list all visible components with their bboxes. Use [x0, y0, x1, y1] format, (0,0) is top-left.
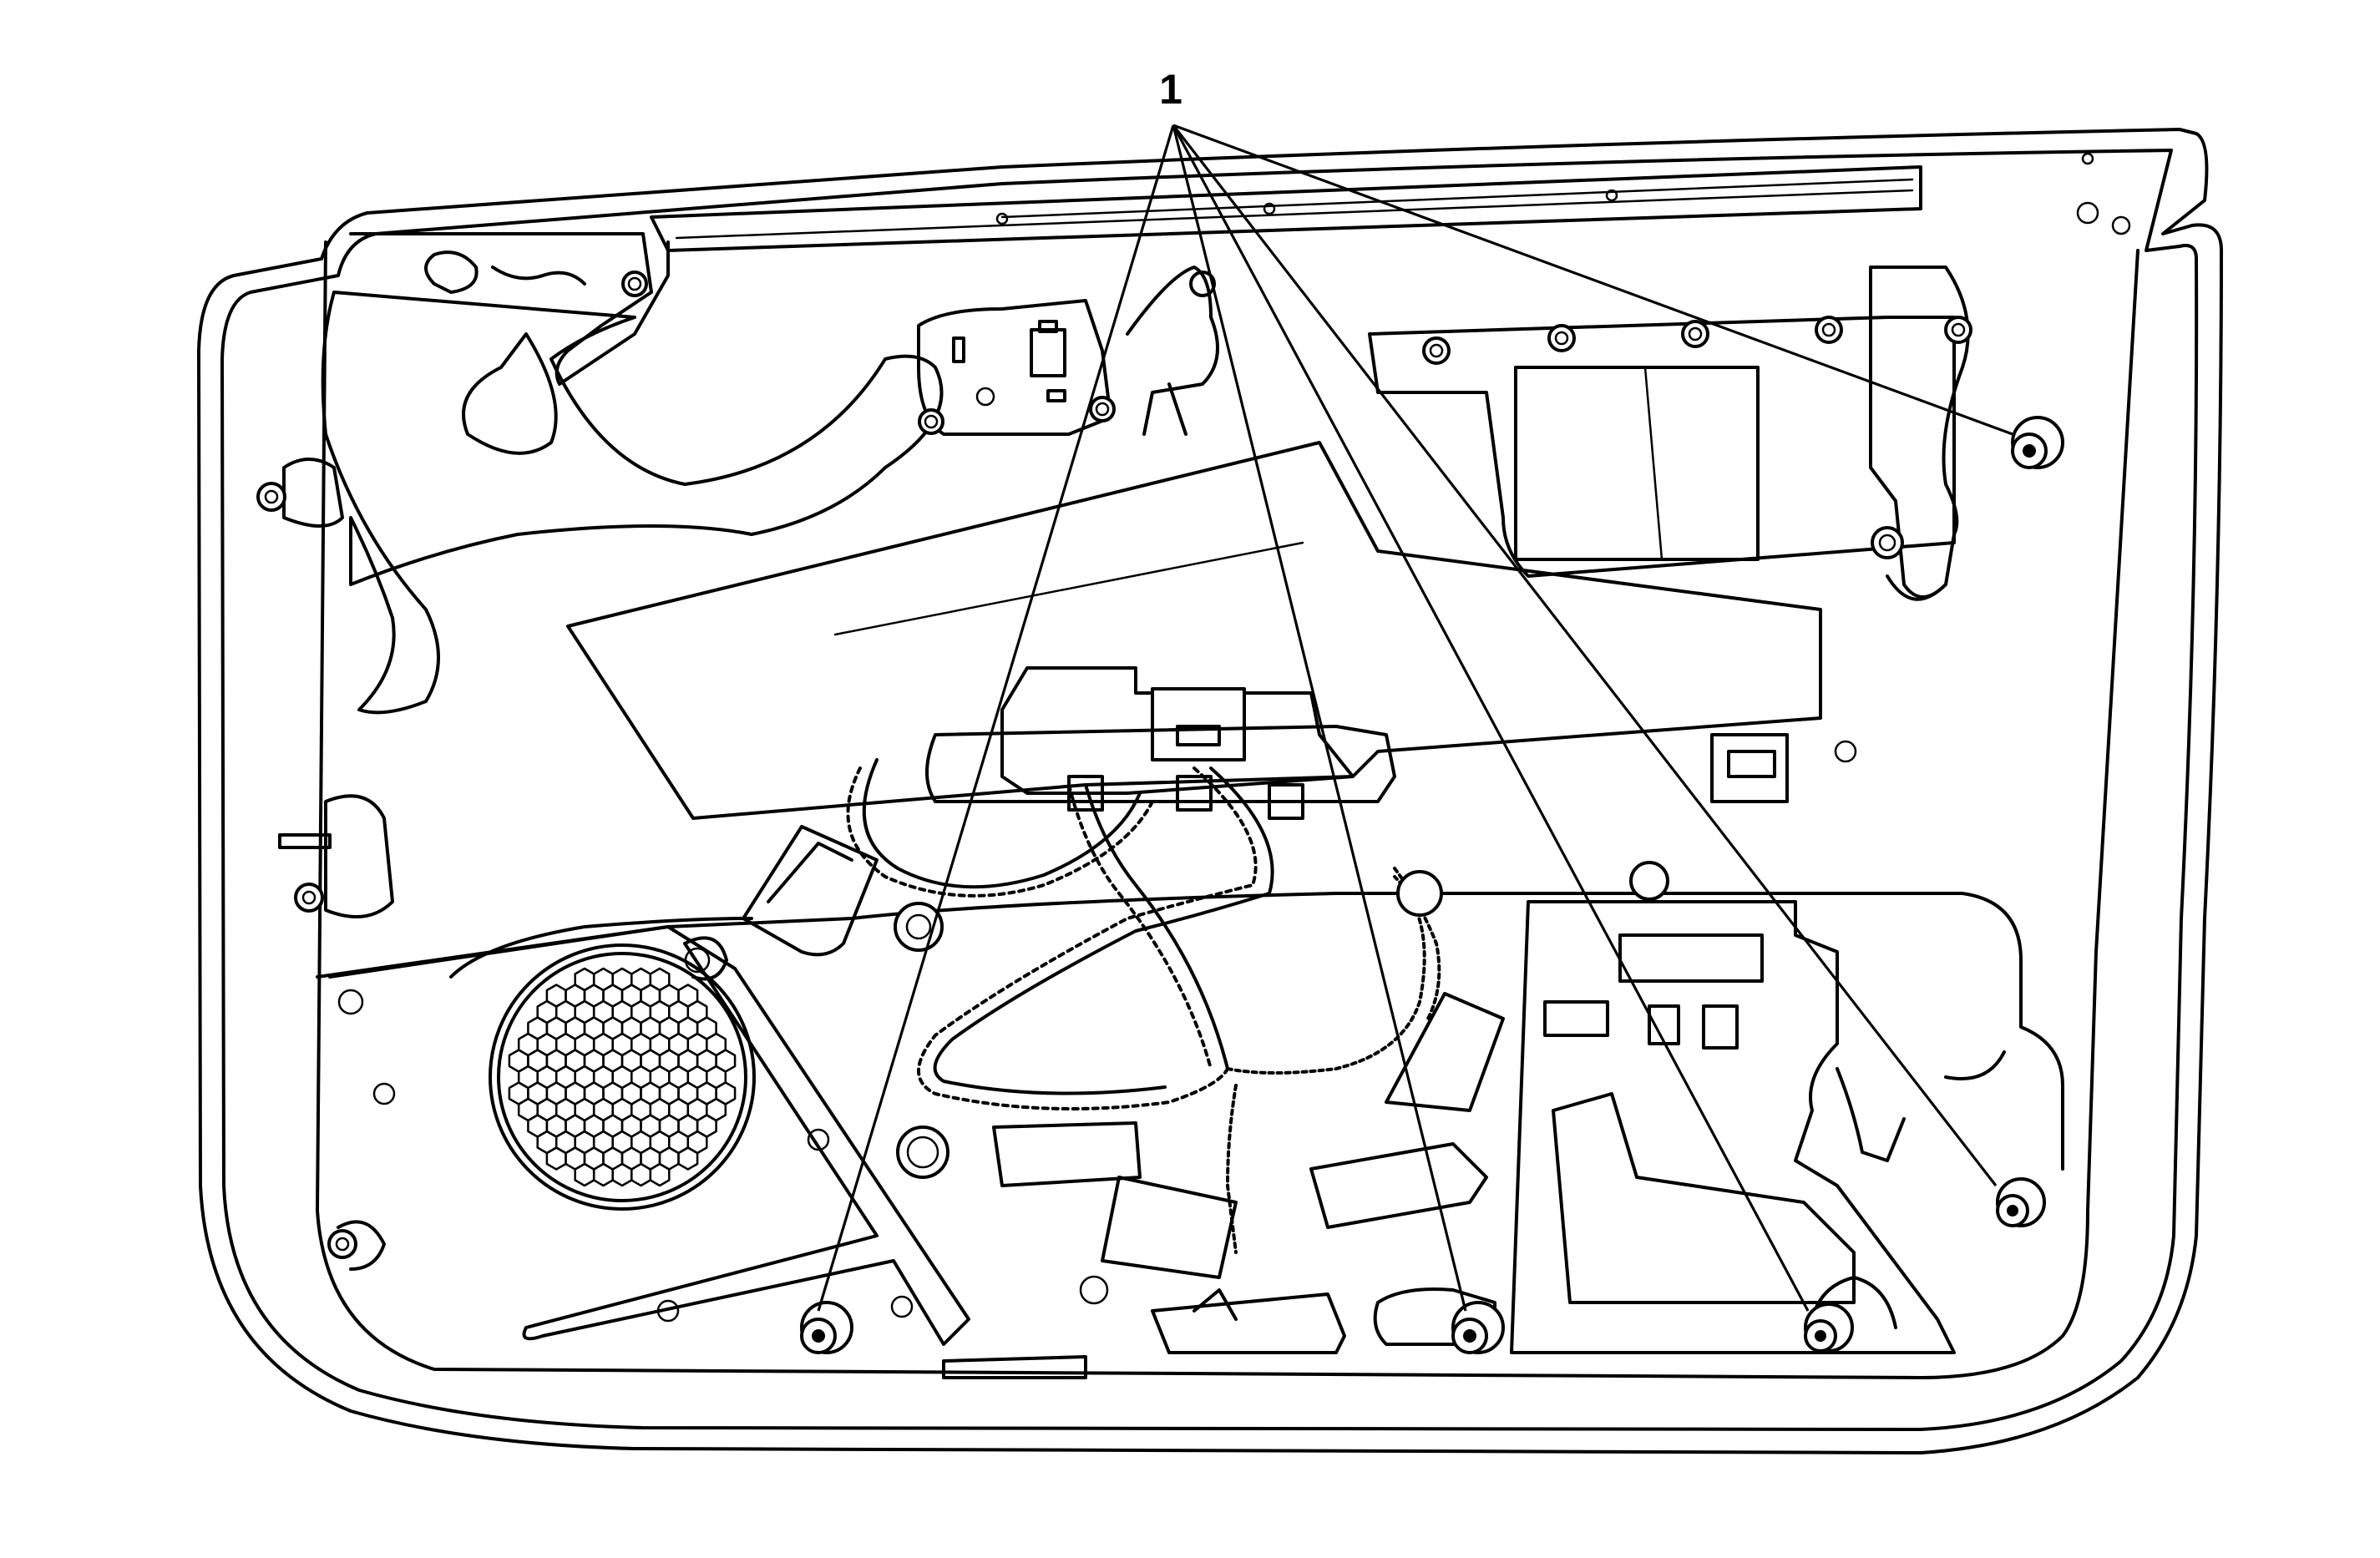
- callout-label-1: 1: [1159, 66, 1182, 113]
- grille-hex-cell: [677, 1146, 699, 1171]
- lower-center-clip-left: [992, 1121, 1142, 1187]
- grille-hex-cell: [574, 1162, 595, 1187]
- lower-right-module: [1510, 900, 1956, 1354]
- left-bumper-upper: [282, 458, 344, 528]
- bottom-latch-clip: [1151, 1292, 1346, 1354]
- left-harness-connector: [742, 825, 879, 957]
- upper-left-bracket: [349, 232, 670, 386]
- middle-trim-panel: [566, 441, 1822, 820]
- grille-hex-cell: [592, 1162, 614, 1187]
- wiring-harness-main: [846, 766, 1154, 898]
- speaker-plate: [328, 925, 970, 1346]
- top-trim-strip: [650, 165, 1922, 252]
- fastener-lower-right: [1996, 1177, 2046, 1227]
- center-connector-block: [1000, 666, 1355, 795]
- grille-hex-cell: [649, 1162, 671, 1187]
- lower-panel-contour: [316, 892, 2064, 1171]
- lower-center-clip-mid: [1101, 1176, 1238, 1279]
- fastener-bottom-right: [1804, 1303, 1854, 1353]
- door-inner-panel-edge: [316, 240, 2139, 1379]
- callout-leader-lines: [817, 124, 2013, 1312]
- fastener-upper-right: [2011, 416, 2064, 469]
- door-frame-inner: [220, 149, 2199, 1431]
- right-side-clip: [1710, 733, 1789, 803]
- speaker-grille: [489, 943, 756, 1211]
- fastener-bottom-center: [1451, 1301, 1505, 1354]
- grille-hex-cell: [545, 1146, 567, 1171]
- grille-hex-cell: [611, 1162, 633, 1187]
- fastener-bottom-left: [800, 1301, 853, 1354]
- door-frame-outer: [197, 128, 2223, 1454]
- lower-center-clip-right: [1309, 1142, 1488, 1229]
- grille-hex-cell: [630, 1162, 652, 1187]
- upper-right-module: [1368, 316, 1956, 578]
- left-bumper-middle: [324, 794, 394, 918]
- armrest-pocket: [321, 291, 944, 715]
- regulator-bracket: [917, 299, 1112, 436]
